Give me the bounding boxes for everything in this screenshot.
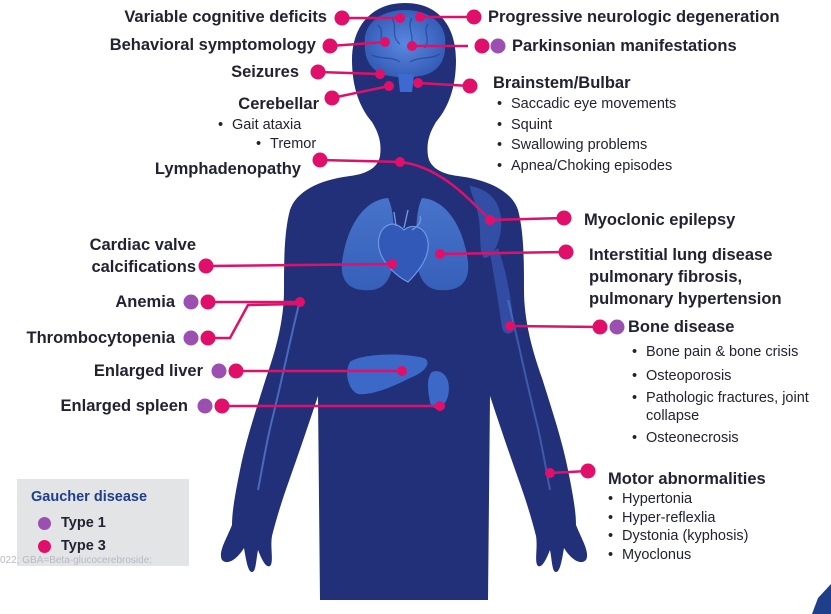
label-myoclonic: Myoclonic epilepsy	[584, 211, 735, 230]
label-behavioral: Behavioral symptomology	[110, 36, 316, 55]
cerebellar-list: Gait ataxia Tremor	[218, 116, 316, 153]
motor-list: Hypertonia Hyper-reflexlia Dystonia (kyp…	[608, 490, 749, 564]
bone-list: Bone pain & bone crisis Osteoporosis Pat…	[632, 342, 816, 449]
brainstem-item: Swallowing problems	[497, 135, 676, 156]
motor-item: Hypertonia	[608, 490, 749, 509]
bone-item: Osteoporosis	[632, 366, 816, 387]
legend-type1-dot	[38, 517, 51, 530]
brainstem-item: Squint	[497, 115, 676, 136]
label-lung-2: pulmonary fibrosis,	[589, 268, 742, 287]
label-anemia: Anemia	[115, 293, 175, 312]
label-variable-cognitive: Variable cognitive deficits	[124, 8, 327, 27]
brainstem	[398, 74, 414, 92]
brainstem-list: Saccadic eye movements Squint Swallowing…	[497, 94, 676, 176]
motor-item: Myoclonus	[608, 546, 749, 565]
brainstem-item: Apnea/Choking episodes	[497, 156, 676, 177]
motor-item: Hyper-reflexlia	[608, 509, 749, 528]
legend-title: Gaucher disease	[31, 489, 147, 505]
legend: Gaucher disease Type 1 Type 3	[17, 479, 189, 566]
label-parkinsonian: Parkinsonian manifestations	[512, 37, 737, 56]
label-brainstem: Brainstem/Bulbar	[493, 74, 631, 93]
label-lymphadenopathy: Lymphadenopathy	[155, 160, 301, 179]
label-lung-1: Interstitial lung disease	[589, 246, 772, 265]
label-bone: Bone disease	[628, 318, 734, 337]
bone-item: Pathologic fractures, joint collapse	[632, 389, 816, 425]
cerebellar-item: Gait ataxia	[218, 116, 316, 135]
legend-type3-label: Type 3	[61, 538, 106, 554]
label-cardiac-2: calcifications	[91, 258, 196, 277]
brainstem-item: Saccadic eye movements	[497, 94, 676, 115]
legend-type1-label: Type 1	[61, 515, 106, 531]
label-thrombocytopenia: Thrombocytopenia	[26, 329, 175, 348]
label-cerebellar: Cerebellar	[238, 95, 319, 114]
bone-item: Osteonecrosis	[632, 428, 816, 449]
label-enlarged-liver: Enlarged liver	[94, 362, 203, 381]
label-lung-3: pulmonary hypertension	[589, 290, 782, 309]
label-enlarged-spleen: Enlarged spleen	[61, 397, 188, 416]
motor-item: Dystonia (kyphosis)	[608, 527, 749, 546]
legend-type3-dot	[38, 540, 51, 553]
label-progressive: Progressive neurologic degeneration	[488, 8, 780, 27]
footnote: 022; GBA=Beta-glucocerebroside;	[0, 555, 152, 566]
legend-type3: Type 3	[39, 538, 106, 554]
label-cardiac-1: Cardiac valve	[90, 236, 196, 255]
legend-type1: Type 1	[39, 515, 106, 531]
bone-item: Bone pain & bone crisis	[632, 342, 816, 363]
label-motor: Motor abnormalities	[608, 470, 766, 489]
label-seizures: Seizures	[231, 63, 299, 82]
cerebellar-item: Tremor	[256, 135, 316, 154]
corner-accent	[812, 584, 831, 614]
